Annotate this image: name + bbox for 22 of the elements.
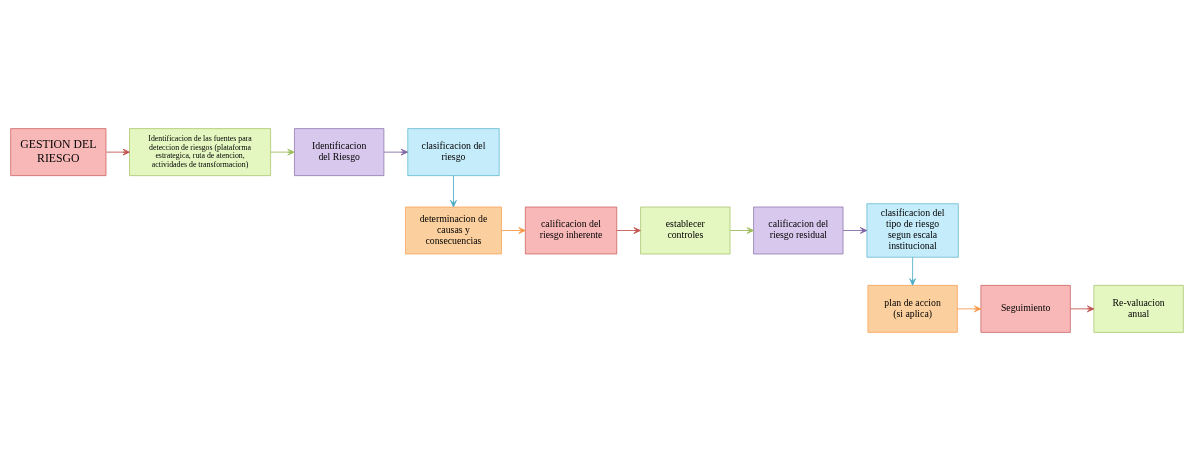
arrow: [383, 148, 409, 156]
node-box: establecer controles: [640, 206, 731, 255]
node-box: determinacion de causas y consecuencias: [405, 206, 502, 255]
node-box: Seguimiento: [980, 285, 1071, 333]
node-box: clasificacion del tipo de riesgo segun escala institucional: [866, 203, 959, 258]
node-box: Re-valuacion anual: [1093, 285, 1184, 333]
arrow: [501, 227, 526, 234]
arrow: [842, 227, 868, 234]
arrow: [729, 227, 754, 234]
node-box: Identificacion del Riesgo: [294, 128, 385, 176]
arrow: [1070, 305, 1095, 313]
node-box: plan de accion (si aplica): [867, 285, 958, 333]
arrow: [616, 227, 641, 234]
arrow: [957, 305, 982, 313]
node-box: calificacion del riesgo residual: [753, 206, 844, 255]
arrow: [909, 257, 916, 286]
node-box: calificacion del riesgo inherente: [525, 206, 618, 255]
arrow: [105, 148, 130, 156]
node-box: clasificacion del riesgo: [407, 128, 500, 176]
arrow: [450, 175, 457, 208]
node-box: GESTION DEL RIESGO: [10, 128, 107, 176]
arrow: [270, 148, 295, 156]
